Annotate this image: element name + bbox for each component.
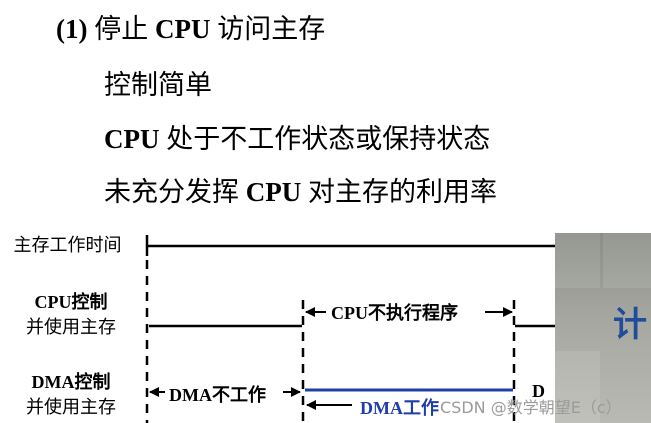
heading: (1) 停止 CPU 访问主存 xyxy=(56,7,325,46)
point-3-text-c: 对主存的利用率 xyxy=(308,177,497,207)
row-label-dma-line1: DMA控制 xyxy=(31,372,111,392)
point-3: 未充分发挥 CPU 对主存的利用率 xyxy=(104,170,497,209)
row-label-memory-time: 主存工作时间 xyxy=(13,235,122,255)
cpu-idle-label: CPU不执行程序 xyxy=(331,303,458,323)
dma-idle-arrowhead-left xyxy=(149,387,159,397)
dma-work-label: DMA工作 xyxy=(360,398,439,418)
dma-work-arrowhead-left xyxy=(306,400,316,410)
point-1-text: 控制简单 xyxy=(104,70,212,100)
heading-text-pre: 停止 xyxy=(94,14,149,44)
csdn-watermark: CSDN @数学朝望E（c） xyxy=(440,398,622,417)
point-2: CPU 处于不工作状态或保持状态 xyxy=(104,117,490,156)
cpu-idle-arrowhead-left xyxy=(305,307,315,317)
heading-text-post: 访问主存 xyxy=(217,14,326,44)
row-label-dma-line2: 并使用主存 xyxy=(26,397,116,417)
dma-cut-label: D xyxy=(532,381,545,401)
photo-fragment: 计 xyxy=(555,233,651,423)
point-2-cpu: CPU xyxy=(104,124,160,154)
point-2-text: 处于不工作状态或保持状态 xyxy=(166,124,491,154)
row-label-cpu-line1: CPU控制 xyxy=(34,292,108,312)
dma-idle-label: DMA不工作 xyxy=(169,385,266,405)
cpu-idle-arrowhead-right xyxy=(503,307,513,317)
photo-tile-3 xyxy=(555,351,600,423)
dma-idle-arrowhead-right xyxy=(291,387,301,397)
row-label-cpu-line2: 并使用主存 xyxy=(26,317,116,337)
point-3-cpu: CPU xyxy=(245,177,302,207)
row-label-cpu: CPU控制 并使用主存 xyxy=(6,290,136,340)
heading-cpu: CPU xyxy=(154,14,211,44)
heading-number: (1) xyxy=(56,14,88,44)
point-3-text-a: 未充分发挥 xyxy=(104,177,239,207)
point-1: 控制简单 xyxy=(104,63,212,102)
photo-tile-1 xyxy=(555,233,600,288)
row-label-dma: DMA控制 并使用主存 xyxy=(6,370,136,420)
photo-tile-2 xyxy=(603,233,651,288)
photo-character: 计 xyxy=(613,305,647,345)
